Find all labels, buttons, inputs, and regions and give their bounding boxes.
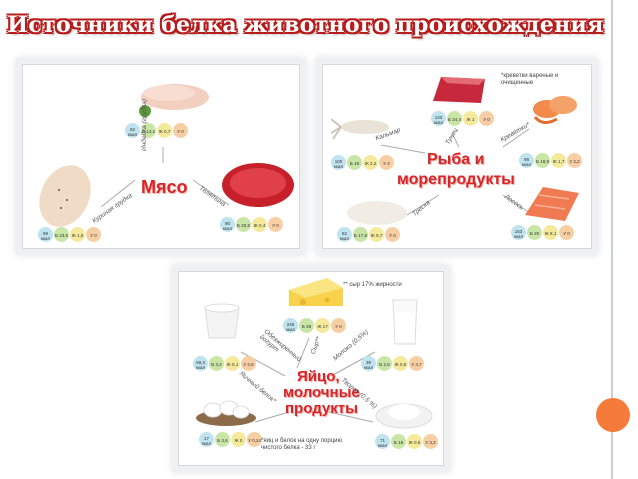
cod-nutrition: 82 ккал Б 17,8 Ж 0,7 У 0 <box>337 227 400 242</box>
protein-badge: Б 24,4 <box>447 111 462 126</box>
fish-heading-line1: Рыба и <box>427 151 485 168</box>
tvorog-image <box>375 403 433 429</box>
turkey-label: Индейка (грудка) <box>141 99 148 151</box>
squid-nutrition: 100 ккал Б 18 Ж 2,2 У 2 <box>331 155 394 170</box>
fat-badge: Ж 0,7 <box>157 123 172 138</box>
calories-badge: 82 ккал <box>337 227 352 242</box>
salmon-image <box>525 187 579 221</box>
meat-heading: Мясо <box>141 177 188 197</box>
calories-badge: 92 ккал <box>125 123 140 138</box>
tuna-nutrition: 133 ккал Б 24,4 Ж 1 У 0 <box>431 111 494 126</box>
protein-badge: Б 3,2 <box>209 356 224 371</box>
fat-badge: Ж 0,6 <box>407 434 422 449</box>
calories-badge: 153 ккал <box>511 225 526 240</box>
milk-image <box>392 299 418 345</box>
carbs-badge: У 0 <box>173 123 188 138</box>
calories-badge: 71 ккал <box>375 434 390 449</box>
slide-title: Источники белка животного происхождения <box>7 12 604 38</box>
dairy-heading-line2: молочные <box>283 384 360 401</box>
protein-badge: Б 3,6 <box>215 432 230 447</box>
carbs-badge: У 0 <box>385 227 400 242</box>
cheese-note: ** сыр 17% жирности <box>343 282 402 288</box>
right-border-line <box>611 0 613 479</box>
chicken-breast-image <box>39 165 91 227</box>
shrimp-nutrition: 98 ккал Б 18,9 Ж 1,7 У 2,2 <box>519 153 582 168</box>
fat-badge: Ж 1,7 <box>551 153 566 168</box>
egg-note: *яиц и белок на одну порцию чистого белк… <box>261 438 342 451</box>
fat-badge: Ж 0,5 <box>393 356 408 371</box>
protein-badge: Б 18 <box>391 434 406 449</box>
cheese-nutrition: 245 ккал Б 29 Ж 17 У 0 <box>283 318 346 333</box>
calories-badge: 98 ккал <box>519 153 534 168</box>
cod-image <box>347 201 407 225</box>
protein-badge: Б 18,9 <box>535 153 550 168</box>
carbs-badge: У 3,3 <box>423 434 438 449</box>
carbs-badge: У 0 <box>479 111 494 126</box>
squid-image <box>331 118 389 140</box>
carbs-badge: У 0 <box>559 225 574 240</box>
salmon-nutrition: 153 ккал Б 20 Ж 8,1 У 0 <box>511 225 574 240</box>
fat-badge: Ж 8,1 <box>543 225 558 240</box>
meat-arrows <box>100 147 230 208</box>
protein-badge: Б 20 <box>527 225 542 240</box>
fat-badge: Ж 2,2 <box>363 155 378 170</box>
carbs-badge: У 4,7 <box>409 356 424 371</box>
veal-nutrition: 90 ккал Б 20,6 Ж 0,4 У 0 <box>220 217 283 232</box>
calories-badge: 39 ккал <box>361 356 376 371</box>
protein-badge: Б 29 <box>299 318 314 333</box>
cottage-nutrition: 59,3 ккал Б 3,2 Ж 0,1 У 3,6 <box>193 356 256 371</box>
carbs-badge: У 0 <box>268 217 283 232</box>
fat-badge: Ж 1 <box>463 111 478 126</box>
turkey-nutrition: 92 ккал Б 13,2 Ж 0,7 У 0 <box>125 123 188 138</box>
calories-badge: 90 ккал <box>220 217 235 232</box>
carbs-badge: У 2 <box>379 155 394 170</box>
orange-decoration-dot <box>596 398 630 432</box>
tuna-image <box>433 77 485 103</box>
calories-badge: 99 ккал <box>38 227 53 242</box>
carbs-badge: У 2,2 <box>567 153 582 168</box>
calories-badge: 100 ккал <box>331 155 346 170</box>
meat-card: 92 ккал Б 13,2 Ж 0,7 У 0 Индейка (грудка… <box>22 64 300 249</box>
fat-badge: Ж 1,5 <box>70 227 85 242</box>
calories-badge: 245 ккал <box>283 318 298 333</box>
tvorog-nutrition: 71 ккал Б 18 Ж 0,6 У 3,3 <box>375 434 438 449</box>
carbs-badge: У 0,24 <box>247 432 262 447</box>
eggs-image <box>196 400 256 426</box>
fat-badge: Ж 0 <box>231 432 246 447</box>
fat-badge: Ж 17 <box>315 318 330 333</box>
calories-badge: 59,3 ккал <box>193 356 208 371</box>
protein-badge: Б 2,8 <box>377 356 392 371</box>
fish-heading-line2: морепродукты <box>397 171 515 188</box>
turkey-breast-image <box>139 84 209 117</box>
fat-badge: Ж 0,7 <box>369 227 384 242</box>
calories-badge: 133 ккал <box>431 111 446 126</box>
shrimp-image <box>533 96 577 124</box>
protein-badge: Б 18 <box>347 155 362 170</box>
fat-badge: Ж 0,1 <box>225 356 240 371</box>
protein-badge: Б 20,6 <box>236 217 251 232</box>
cheese-image <box>289 278 343 306</box>
protein-badge: Б 17,8 <box>353 227 368 242</box>
carbs-badge: У 3,6 <box>241 356 256 371</box>
dairy-heading-line1: Яйцо, <box>297 368 340 385</box>
yogurt-image <box>204 303 240 339</box>
protein-badge: Б 23,5 <box>54 227 69 242</box>
dairy-card: ** сыр 17% жирности 245 ккал Б 29 Ж 17 У… <box>178 271 444 466</box>
carbs-badge: У 0 <box>331 318 346 333</box>
fish-arrows <box>380 128 534 216</box>
shrimp-note: *креветки вареные и очищенные <box>501 73 559 86</box>
calories-badge: 17 ккал <box>199 432 214 447</box>
egg-nutrition: 17 ккал Б 3,6 Ж 0 У 0,24 <box>199 432 262 447</box>
milk-nutrition: 39 ккал Б 2,8 Ж 0,5 У 4,7 <box>361 356 424 371</box>
dairy-heading-line3: продукты <box>285 400 358 417</box>
protein-badge: Б 13,2 <box>141 123 156 138</box>
chicken-nutrition: 99 ккал Б 23,5 Ж 1,5 У 0 <box>38 227 101 242</box>
veal-image <box>222 163 294 207</box>
carbs-badge: У 0 <box>86 227 101 242</box>
fat-badge: Ж 0,4 <box>252 217 267 232</box>
fish-card: *креветки вареные и очищенные 133 ккал Б… <box>322 64 592 249</box>
